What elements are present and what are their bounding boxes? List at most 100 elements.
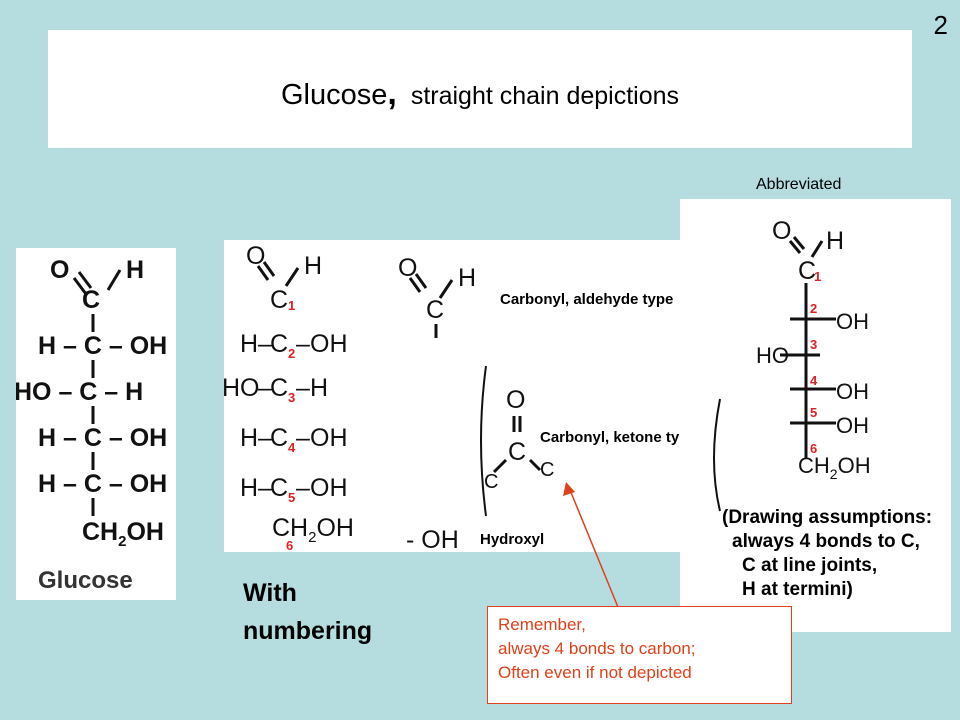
bond-double (256, 265, 270, 281)
glucose-row-2: HO – C – H (16, 378, 143, 406)
abbreviated-label: Abbreviated (756, 176, 842, 193)
note-line-2: always 4 bonds to carbon; (498, 639, 696, 658)
hydroxyl-formula: - OH (406, 526, 459, 552)
aldehyde-label: Carbonyl, aldehyde type (500, 291, 673, 308)
slide-title: Glucose, straight chain depictions (48, 74, 912, 113)
atom-c5: C (270, 474, 288, 502)
dash: – (296, 474, 310, 502)
atom-h: H (458, 264, 476, 292)
atom-h: H (826, 227, 844, 255)
carbon-number-2: 2 (288, 346, 295, 361)
atom-o: O (246, 242, 265, 270)
glucose-row-3: H – C – OH (38, 424, 167, 452)
dash: – (258, 424, 272, 452)
carbon-number-2: 2 (810, 301, 817, 316)
abbreviated-structure: O H C 1 2 OH 3 HO 4 OH 5 OH 6 CH2OH (Dra… (713, 217, 932, 600)
bond-double (408, 277, 422, 293)
carbon-number-4: 4 (288, 440, 296, 455)
atom-h-5: H (240, 474, 258, 502)
with-numbering-label: With numbering (243, 574, 372, 650)
numbered-structure-panel: O H C 1 H – C 2 – OH HO – C 3 – H H – C … (222, 240, 697, 554)
atom-c-right: C (540, 459, 554, 481)
dash: – (258, 474, 272, 502)
right-paren-edge (713, 398, 721, 512)
atom-o: O (772, 217, 791, 245)
assumption-line-4: H at termini) (742, 579, 853, 600)
dash: – (258, 374, 272, 402)
carbon-number-3: 3 (288, 390, 295, 405)
bond-double-2 (262, 261, 276, 277)
with-numbering-line-1: With (243, 579, 297, 607)
dash: – (258, 330, 272, 358)
assumption-line-3: C at line joints, (742, 555, 877, 576)
atom-ho-3: HO (756, 343, 789, 368)
bond-single (438, 279, 454, 299)
bond-single (492, 458, 508, 474)
numbered-structure: O H C 1 H – C 2 – OH HO – C 3 – H H – C … (222, 242, 697, 554)
atom-oh-2: OH (836, 309, 869, 334)
atom-o: O (50, 256, 69, 284)
atom-h-4: H (240, 424, 258, 452)
atom-oh-5: OH (836, 413, 869, 438)
atom-c3: C (270, 374, 288, 402)
atom-c1: C (270, 286, 288, 314)
atom-c1: C (798, 257, 816, 285)
bond-double (788, 240, 802, 254)
hydroxyl-label: Hydroxyl (480, 531, 544, 548)
atom-o: O (398, 254, 417, 282)
atom-c-left: C (484, 471, 498, 493)
dash: – (296, 374, 310, 402)
bond-double-2 (792, 236, 806, 250)
bond-double-2 (77, 271, 93, 289)
note-line-1: Remember, (498, 615, 586, 634)
atom-h-2: H (240, 330, 258, 358)
left-paren (480, 365, 487, 517)
atom-h-3: H (310, 374, 328, 402)
atom-h: H (126, 256, 144, 284)
bond-single (528, 458, 542, 472)
bond-double-2 (414, 273, 428, 289)
carbon-number-5: 5 (810, 405, 817, 420)
bond-single (106, 269, 122, 291)
glucose-basic-structure: O H C H – C – OH HO – C – H H – C – OH H… (14, 256, 167, 594)
assumption-line-1: (Drawing assumptions: (722, 507, 932, 528)
title-main: Glucose (280, 79, 388, 111)
title-comma: , (387, 74, 397, 112)
glucose-caption: Glucose (38, 567, 133, 594)
glucose-row-1: H – C – OH (38, 332, 167, 360)
bond-single (810, 240, 824, 258)
atom-c4: C (270, 424, 288, 452)
atom-ch2oh: CH2OH (82, 518, 164, 550)
atom-ch2oh: CH2OH (798, 453, 871, 482)
atom-oh-4: OH (310, 424, 348, 452)
atom-oh-5: OH (310, 474, 348, 502)
reminder-note: Remember, always 4 bonds to carbon; Ofte… (487, 606, 792, 704)
carbon-number-4: 4 (810, 373, 818, 388)
note-line-3: Often even if not depicted (498, 663, 692, 682)
glucose-row-4: H – C – OH (38, 470, 167, 498)
atom-c: C (508, 438, 526, 466)
glucose-basic-panel: O H C H – C – OH HO – C – H H – C – OH H… (14, 248, 176, 600)
bond-single (284, 267, 300, 287)
with-numbering-line-2: numbering (243, 617, 373, 645)
assumption-line-2: always 4 bonds to C, (732, 531, 920, 552)
dash: – (296, 424, 310, 452)
title-subtitle: straight chain depictions (410, 82, 680, 110)
carbon-number-6: 6 (286, 538, 293, 552)
atom-c2: C (270, 330, 288, 358)
carbon-number-5: 5 (288, 490, 295, 505)
slide-number: 2 (933, 10, 948, 40)
atom-h: H (304, 252, 322, 280)
ketone-label: Carbonyl, ketone type (540, 429, 692, 446)
carbon-number-6: 6 (810, 441, 817, 456)
carbon-number-3: 3 (810, 337, 817, 352)
atom-ch2oh: CH2OH (272, 514, 354, 546)
atom-c1: C (82, 286, 100, 314)
atom-oh-2: OH (310, 330, 348, 358)
atom-c: C (426, 296, 444, 324)
abbreviated-panel: O H C 1 2 OH 3 HO 4 OH 5 OH 6 CH2OH (Dra… (680, 199, 951, 632)
atom-ho-3: HO (224, 374, 260, 402)
title-box: Glucose, straight chain depictions (48, 30, 912, 148)
atom-oh-4: OH (836, 379, 869, 404)
dash: – (296, 330, 310, 358)
